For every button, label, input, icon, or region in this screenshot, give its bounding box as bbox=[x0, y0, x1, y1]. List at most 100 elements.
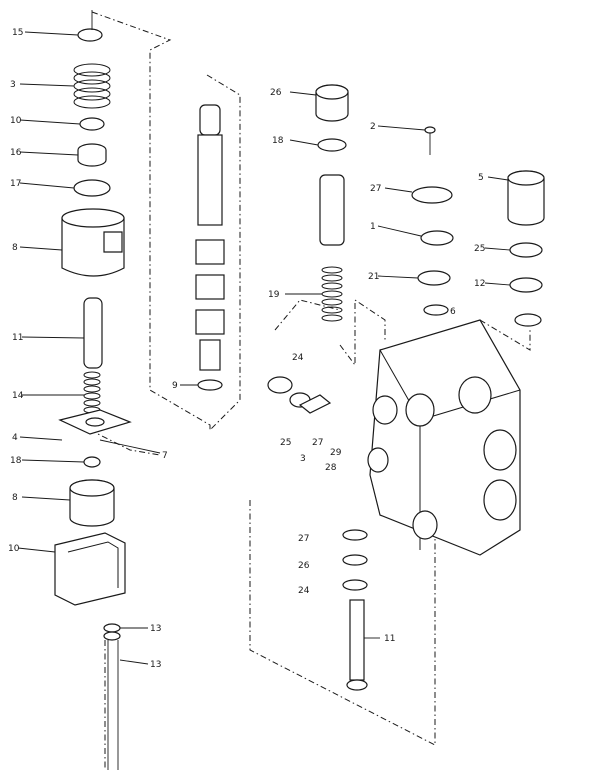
callout-3: 10 bbox=[10, 116, 22, 126]
port-4 bbox=[483, 429, 517, 471]
ring-21 bbox=[417, 270, 451, 286]
callout-17: 26 bbox=[270, 88, 282, 98]
callout-1: 15 bbox=[12, 28, 23, 38]
callout-20: 2 bbox=[370, 122, 376, 132]
callout-35: 28 bbox=[325, 463, 337, 473]
callout-labels: 15 3 10 16 17 8 11 14 4 7 18 8 10 13 13 … bbox=[8, 28, 485, 670]
spool-tail bbox=[199, 339, 221, 371]
ring-13a bbox=[103, 623, 121, 633]
callout-29: 25 bbox=[280, 438, 291, 448]
cap-washer bbox=[77, 28, 103, 42]
plug-26-top bbox=[315, 84, 349, 100]
cover-10-edge bbox=[67, 541, 119, 588]
spring-19 bbox=[321, 266, 343, 322]
spring-14 bbox=[83, 371, 101, 414]
assembly-line-spool bbox=[206, 74, 241, 431]
port-6 bbox=[412, 510, 438, 540]
valve-body bbox=[367, 319, 521, 556]
callout-12: 8 bbox=[12, 493, 18, 503]
callout-27: 12 bbox=[474, 279, 485, 289]
callout-5: 17 bbox=[10, 179, 21, 189]
relief-stack bbox=[267, 84, 349, 414]
assembly-line-bottom bbox=[249, 500, 436, 746]
check-stack bbox=[411, 126, 545, 327]
callout-6: 8 bbox=[12, 243, 18, 253]
callout-24: 6 bbox=[450, 307, 456, 317]
spool-land-2 bbox=[195, 274, 225, 300]
callout-14: 13 bbox=[150, 624, 161, 634]
port-5 bbox=[483, 479, 517, 521]
ring-bottom-3 bbox=[342, 579, 368, 591]
seat-1 bbox=[420, 230, 454, 246]
callout-28: 24 bbox=[292, 353, 304, 363]
callout-23: 21 bbox=[368, 272, 379, 282]
screw-2-head bbox=[424, 126, 436, 134]
ring-bottom-2 bbox=[342, 554, 368, 566]
assembly-line-right bbox=[479, 319, 531, 351]
callout-25: 5 bbox=[478, 173, 484, 183]
callout-18: 18 bbox=[272, 136, 284, 146]
seal-25 bbox=[509, 242, 543, 258]
callout-36: 29 bbox=[330, 448, 342, 458]
cover-10 bbox=[54, 532, 126, 606]
washer-24 bbox=[514, 313, 542, 327]
spool-end bbox=[199, 104, 221, 136]
sleeve-8-top bbox=[69, 479, 115, 497]
spool-bottom-end bbox=[346, 679, 368, 691]
housing-8-top bbox=[61, 208, 125, 228]
seal-17 bbox=[73, 179, 111, 197]
callout-7: 11 bbox=[12, 333, 23, 343]
spool-stack bbox=[195, 104, 225, 391]
poppet-body bbox=[319, 174, 345, 246]
plate-4-hole bbox=[85, 417, 105, 427]
plug-5-top bbox=[507, 170, 545, 186]
callout-33: 3 bbox=[300, 454, 306, 464]
callout-37: 11 bbox=[384, 634, 395, 644]
port-7 bbox=[367, 447, 389, 473]
assembly-line-mid bbox=[339, 299, 386, 367]
callout-9: 4 bbox=[12, 433, 18, 443]
spool-land-3 bbox=[195, 309, 225, 335]
callout-4: 16 bbox=[10, 148, 22, 158]
assembly-line-left bbox=[91, 11, 211, 430]
bottom-spool bbox=[342, 529, 368, 691]
bracket-small bbox=[298, 394, 332, 414]
spool-body bbox=[197, 134, 223, 226]
callout-16: 9 bbox=[172, 381, 178, 391]
housing-8-port bbox=[103, 231, 123, 253]
callout-32: 24 bbox=[298, 586, 310, 596]
washer-6 bbox=[423, 304, 449, 316]
callout-2: 3 bbox=[10, 80, 16, 90]
callout-34: 27 bbox=[312, 438, 323, 448]
callout-11: 18 bbox=[10, 456, 22, 466]
ring-10 bbox=[79, 117, 105, 131]
ring-bottom-1 bbox=[342, 529, 368, 541]
leader-lines bbox=[17, 31, 511, 665]
spring-top bbox=[73, 63, 111, 109]
callout-13: 10 bbox=[8, 544, 20, 554]
assembly-lines bbox=[89, 11, 531, 770]
cap-small bbox=[267, 376, 293, 394]
port-3 bbox=[458, 376, 492, 414]
callout-21: 27 bbox=[370, 184, 381, 194]
spool-washer-9 bbox=[197, 379, 223, 391]
oring-18 bbox=[317, 138, 347, 152]
callout-22: 1 bbox=[370, 222, 376, 232]
nut-18 bbox=[83, 456, 101, 468]
callout-8: 14 bbox=[12, 391, 24, 401]
spool-bottom bbox=[349, 599, 365, 681]
spool-land-1 bbox=[195, 239, 225, 265]
collar-16 bbox=[77, 143, 107, 167]
ring-13b bbox=[103, 631, 121, 641]
ring-12 bbox=[509, 277, 543, 293]
callout-31: 26 bbox=[298, 561, 310, 571]
port-1 bbox=[405, 393, 435, 427]
callout-30: 27 bbox=[298, 534, 309, 544]
port-2 bbox=[372, 395, 398, 425]
left-stack bbox=[54, 10, 132, 770]
rod-11 bbox=[83, 297, 103, 369]
callout-10: 7 bbox=[162, 451, 168, 461]
callout-26: 25 bbox=[474, 244, 485, 254]
